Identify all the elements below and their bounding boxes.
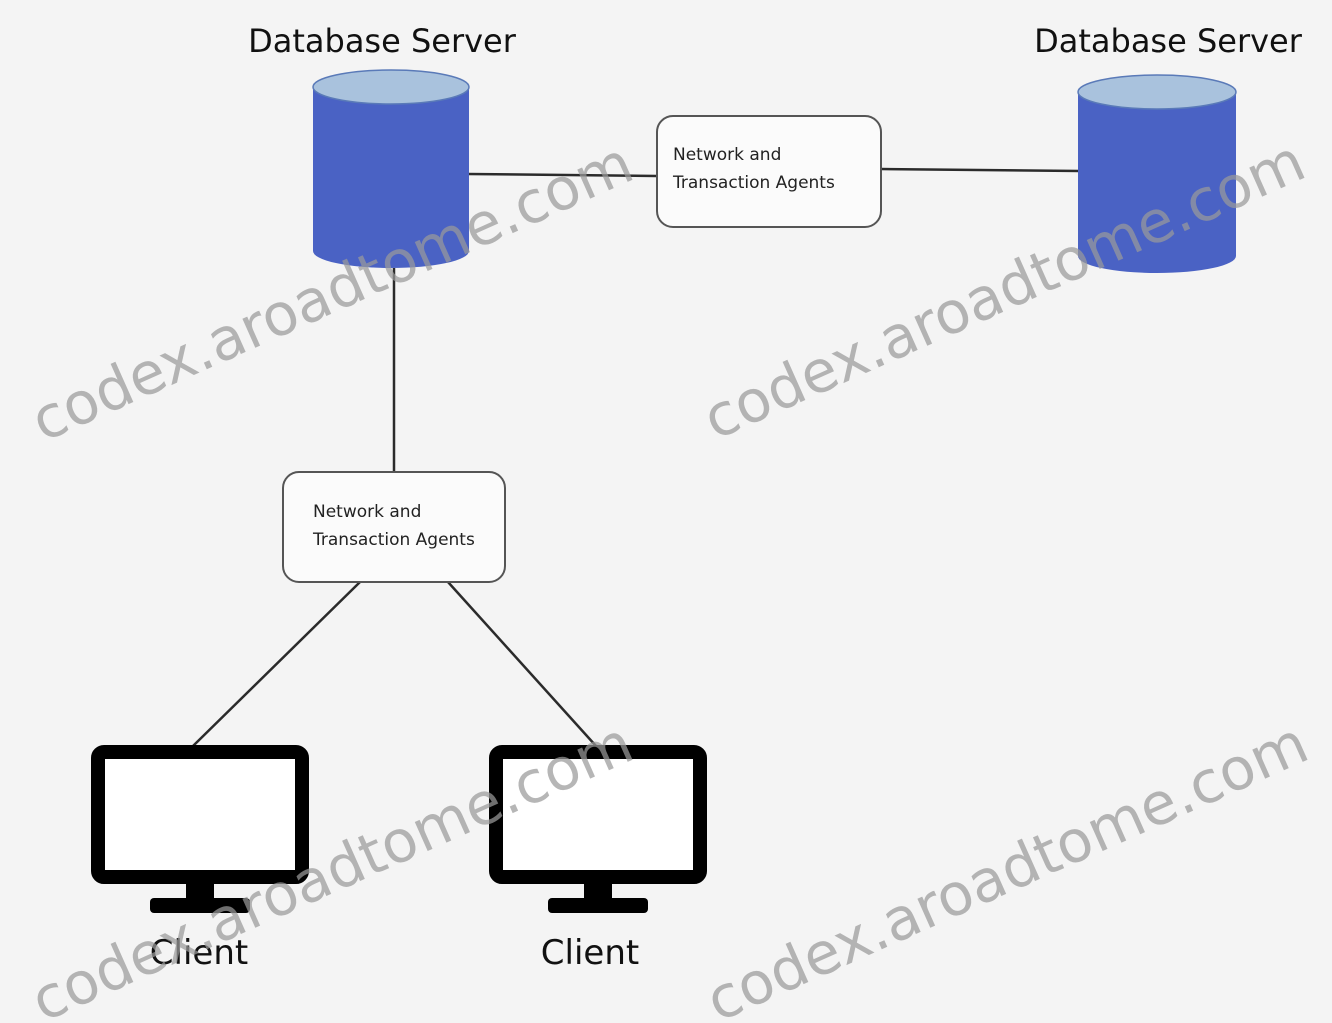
connector-top-agent-to-right-server [880,167,1081,173]
agent-label-line1: Network and [313,502,421,522]
database-cylinder-icon [312,69,470,268]
agent-label-line1: Network and [673,145,781,165]
agent-box-top: Network and Transaction Agents [656,115,882,228]
connector-left-server-to-top-agent [467,172,658,178]
monitor-icon [489,745,707,913]
connector-bottom-agent-to-client-1 [192,581,361,747]
server-label: Database Server [248,22,517,60]
connector-bottom-agent-to-client-2 [447,581,597,747]
database-server-right: Database Server [1034,22,1303,273]
database-server-left: Database Server [248,22,517,268]
client-label: Client [541,933,639,973]
server-label: Database Server [1034,22,1303,60]
agent-label-line2: Transaction Agents [672,173,835,193]
database-cylinder-icon [1077,74,1237,273]
connectors [192,167,1081,747]
client-right: Client [489,745,707,973]
agent-label-line2: Transaction Agents [312,530,475,550]
client-left: Client [91,745,309,973]
client-label: Client [150,933,248,973]
agent-box-bottom: Network and Transaction Agents [282,471,506,583]
monitor-icon [91,745,309,913]
